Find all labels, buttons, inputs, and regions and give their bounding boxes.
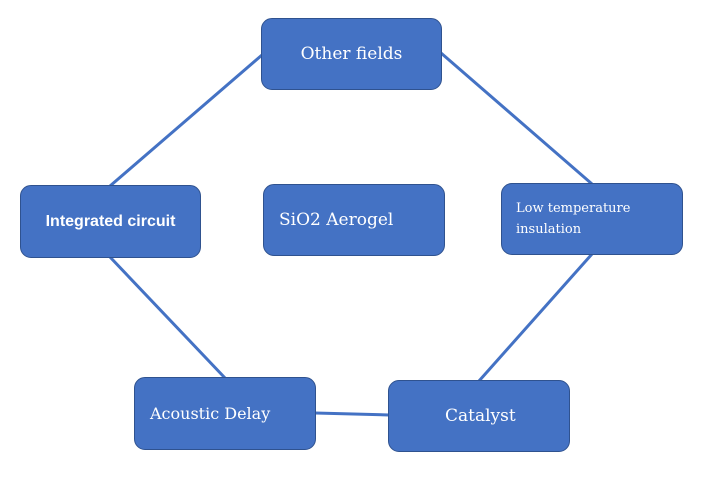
edge-other-low	[440, 51, 593, 186]
node-center-sio2-aerogel[interactable]: SiO2 Aerogel	[263, 184, 445, 256]
node-acoustic-delay[interactable]: Acoustic Delay	[134, 377, 316, 450]
node-label: Catalyst	[445, 406, 516, 426]
node-label: Other fields	[300, 44, 403, 64]
node-integrated-circuit[interactable]: Integrated circuit	[20, 185, 201, 258]
edge-ic-acoustic	[108, 255, 227, 380]
node-label: Low temperature insulation	[516, 201, 631, 237]
node-label: Acoustic Delay	[150, 404, 271, 423]
node-other-fields[interactable]: Other fields	[261, 18, 442, 90]
node-catalyst[interactable]: Catalyst	[388, 380, 570, 452]
node-label: Integrated circuit	[45, 212, 176, 230]
edge-low-catalyst	[477, 253, 594, 382]
edge-other-ic	[109, 53, 263, 188]
node-label: SiO2 Aerogel	[279, 210, 394, 230]
node-low-temperature-insulation[interactable]: Low temperature insulation	[501, 183, 683, 255]
edge-acoustic-catalyst	[314, 411, 390, 417]
